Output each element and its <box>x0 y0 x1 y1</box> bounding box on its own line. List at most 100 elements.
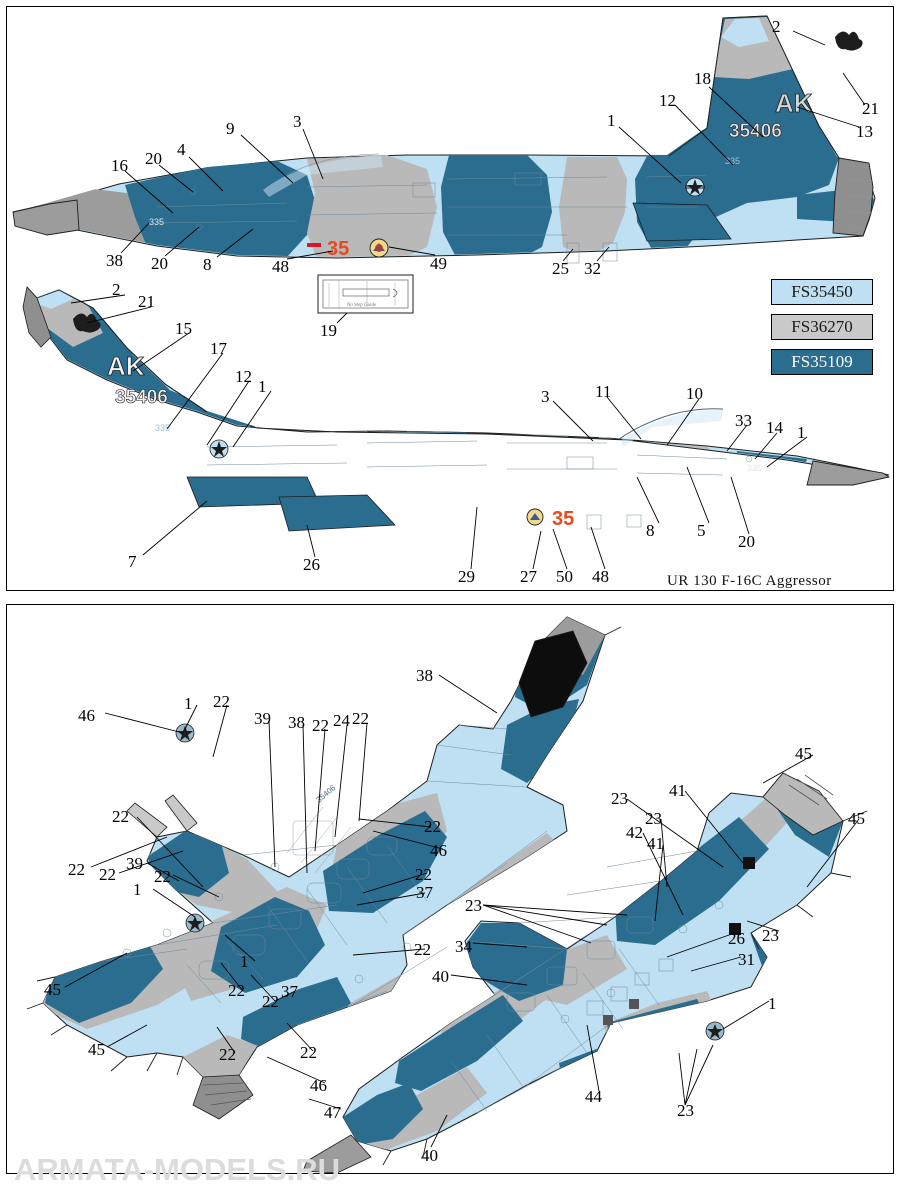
callout-number: 16 <box>111 156 128 175</box>
callout-number: 8 <box>203 255 212 274</box>
nose-stencil-upper: 335 <box>149 217 164 227</box>
callout-number: 13 <box>856 122 873 141</box>
roundel-bottom-right <box>705 1021 725 1041</box>
serial-upper: 35406 <box>729 121 782 142</box>
callout-number: 7 <box>128 552 137 571</box>
callout-number: 46 <box>78 706 95 725</box>
callout-number: 38 <box>288 713 305 732</box>
tail-code-lower: AK <box>107 351 145 381</box>
callout-number: 2 <box>112 280 121 299</box>
callout-number: 23 <box>645 809 662 828</box>
callout-number: 1 <box>258 377 267 396</box>
plan-stencil: 35406 <box>315 783 338 805</box>
callout-number: 22 <box>414 940 431 959</box>
callout-number: 41 <box>669 781 686 800</box>
serial-lower: 35406 <box>115 387 168 408</box>
stencil-upper: 335 <box>725 156 740 166</box>
callout-number: 24 <box>333 711 350 730</box>
site-watermark: ARMATA-MODELS.RU <box>14 1152 341 1187</box>
callout-number: 26 <box>303 555 320 574</box>
callout-number: 27 <box>520 567 537 586</box>
callout-number: 20 <box>738 532 755 551</box>
callout-number: 42 <box>626 823 643 842</box>
swatch-fs35109: FS35109 <box>771 349 873 375</box>
callout-number: 1 <box>768 994 777 1013</box>
callout-number: 45 <box>795 744 812 763</box>
callout-number: 22 <box>352 709 369 728</box>
callout-number: 1 <box>607 111 616 130</box>
callout-number: 23 <box>677 1101 694 1120</box>
panel-side-profiles: AK 35406 335 335 35 <box>6 6 894 591</box>
detail-inset-drawing: No Step Guide <box>317 274 414 314</box>
callout-number: 1 <box>133 880 142 899</box>
callout-number: 39 <box>254 709 271 728</box>
callout-number: 25 <box>552 259 569 278</box>
callout-number: 22 <box>415 865 432 884</box>
callout-number: 49 <box>430 254 447 273</box>
callout-number: 45 <box>44 980 61 999</box>
callout-number: 37 <box>281 982 298 1001</box>
callout-number: 47 <box>324 1103 341 1122</box>
callout-number: 41 <box>647 834 664 853</box>
callout-number: 40 <box>432 967 449 986</box>
callout-number: 15 <box>175 319 192 338</box>
tail-code-upper: AK <box>775 88 813 118</box>
callout-number: 48 <box>592 567 609 586</box>
callout-number: 22 <box>213 692 230 711</box>
callout-number: 48 <box>272 257 289 276</box>
swatch-label: FS35450 <box>791 282 853 301</box>
callout-number: 46 <box>310 1076 327 1095</box>
callout-number: 23 <box>762 926 779 945</box>
callout-number: 3 <box>541 387 550 406</box>
callout-number: 45 <box>88 1040 105 1059</box>
callout-number: 26 <box>728 929 745 948</box>
callout-number: 21 <box>138 292 155 311</box>
callout-number: 45 <box>848 809 865 828</box>
callout-number: 37 <box>416 883 433 902</box>
side-profile-artwork: AK 35406 335 335 35 <box>12 15 891 570</box>
lower-side-profile: AK 35406 335 335 35 <box>22 286 891 532</box>
callout-number: 22 <box>262 992 279 1011</box>
national-insignia <box>685 177 705 197</box>
callout-number: 38 <box>416 666 433 685</box>
callout-number: 8 <box>646 521 655 540</box>
svg-text:No Step Guide: No Step Guide <box>346 303 377 308</box>
swatch-fs36270: FS36270 <box>771 314 873 340</box>
squadron-badge-lower <box>526 508 544 526</box>
callout-number: 11 <box>595 382 612 401</box>
callout-number: 12 <box>235 367 252 386</box>
stencil-lower: 335 <box>155 423 170 433</box>
callout-number: 44 <box>585 1087 602 1106</box>
callout-number: 1 <box>240 952 249 971</box>
callout-number: 10 <box>686 384 703 403</box>
swatch-label: FS36270 <box>791 317 853 336</box>
callout-number: 40 <box>421 1146 438 1165</box>
callout-number: 22 <box>112 807 129 826</box>
callout-number: 22 <box>228 981 245 1000</box>
callout-number: 5 <box>697 521 706 540</box>
callout-number: 34 <box>455 937 472 956</box>
callout-number: 39 <box>126 854 143 873</box>
roundel-bottom-left <box>185 913 205 933</box>
bottom-plan-view <box>302 772 868 1173</box>
callout-number: 22 <box>99 865 116 884</box>
callout-number: 31 <box>738 950 755 969</box>
leader-lines-lower <box>70 294 808 570</box>
callout-number: 17 <box>210 339 227 358</box>
callout-number: 33 <box>735 411 752 430</box>
leader-lines-upper <box>120 30 866 324</box>
national-insignia-lower <box>209 439 229 459</box>
catalog-code: UR 130 F-16C Aggressor <box>667 573 832 589</box>
callout-number: 1 <box>797 423 806 442</box>
callout-number: 23 <box>465 896 482 915</box>
nose-number-lower: 35 <box>552 508 574 530</box>
callout-number: 23 <box>611 789 628 808</box>
callout-number: 4 <box>177 140 186 159</box>
callout-number: 22 <box>300 1043 317 1062</box>
callout-number: 22 <box>154 867 171 886</box>
callout-number: 12 <box>659 91 676 110</box>
callout-number: 19 <box>320 321 337 340</box>
leader-lines-plan-top <box>64 674 498 1148</box>
panel-plan-views: 35406 <box>6 604 894 1174</box>
